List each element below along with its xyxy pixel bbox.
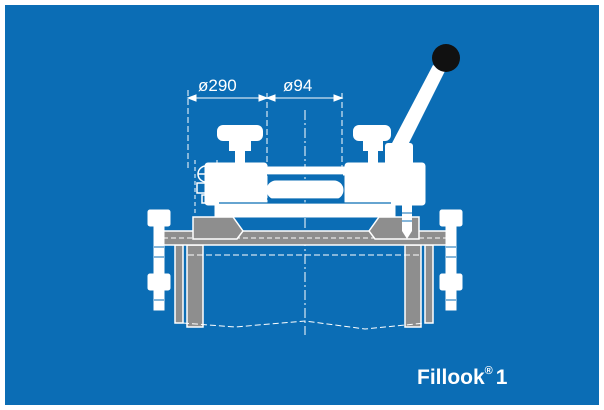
clamp-body-detail bbox=[219, 174, 391, 204]
brand-number: 1 bbox=[495, 366, 508, 389]
left-star-knob bbox=[217, 125, 263, 165]
product-diagram-panel: ø290 ø94 bbox=[5, 5, 599, 405]
fillook-technical-drawing: ø290 ø94 bbox=[147, 44, 463, 335]
clamp-body bbox=[204, 162, 426, 218]
left-gauge-fitting bbox=[194, 160, 218, 215]
dimension-inner-label: ø94 bbox=[283, 76, 312, 95]
lever-handle bbox=[385, 44, 460, 167]
brand-label: Fillook®1 bbox=[417, 365, 508, 389]
right-star-knob bbox=[353, 125, 391, 165]
registered-mark: ® bbox=[484, 365, 493, 377]
lever-knob bbox=[432, 44, 460, 72]
dimension-outer-label: ø290 bbox=[198, 76, 237, 95]
dimension-lines bbox=[186, 90, 344, 170]
right-locking-pin bbox=[397, 189, 417, 239]
bolt-threads bbox=[154, 246, 456, 301]
brand-name: Fillook bbox=[417, 366, 485, 389]
pipe-body bbox=[174, 244, 434, 330]
